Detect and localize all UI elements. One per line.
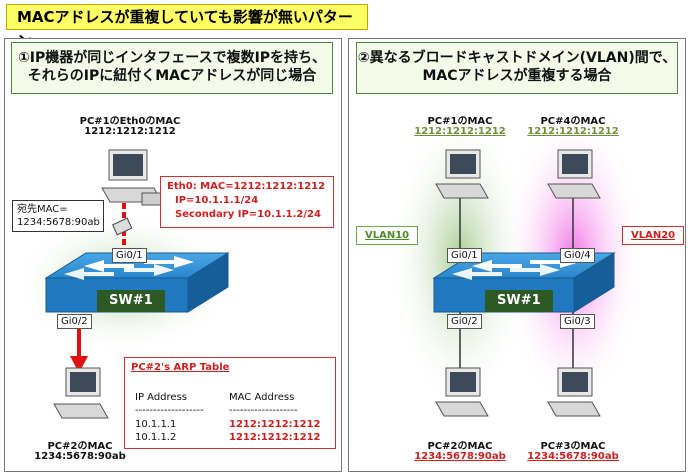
port-gi01-right: Gi0/1 — [447, 248, 482, 263]
eth0-info-box: Eth0: MAC=1212:1212:1212 IP=10.1.1.1/24 … — [160, 176, 334, 228]
red-arrow-head — [70, 356, 88, 373]
dest-mac-value: 1234:5678:90ab — [17, 217, 100, 228]
arp-col-ip: IP Address — [135, 392, 187, 403]
r-pc4-mac-value: 1212:1212:1212 — [527, 126, 619, 137]
arp-row2-mac: 1212:1212:1212 — [229, 432, 321, 443]
computer-icon-pc2-right — [435, 367, 489, 417]
right-diagram-graphics — [390, 108, 643, 417]
right-header-line2: MACアドレスが重複する場合 — [422, 68, 612, 84]
pc2-mac-value: 1234:5678:90ab — [34, 451, 126, 462]
r-pc2-mac-value: 1234:5678:90ab — [414, 451, 506, 462]
port-gi03-right: Gi0/3 — [560, 314, 595, 329]
arp-col-mac: MAC Address — [229, 392, 295, 403]
arp-sep-ip: ------------------- — [135, 405, 204, 416]
r-pc1-mac-value: 1212:1212:1212 — [414, 126, 506, 137]
computer-icon-pc1 — [101, 149, 163, 206]
r-pc2-mac-label: PC#2のMAC — [427, 441, 493, 452]
r-pc1-mac-label: PC#1のMAC — [427, 116, 493, 127]
computer-icon-pc1-right — [435, 149, 489, 199]
arp-row1-mac: 1212:1212:1212 — [229, 419, 321, 430]
nic-icon — [111, 217, 133, 236]
right-header: ②異なるブロードキャストドメイン(VLAN)間で、 MACアドレスが重複する場合 — [356, 42, 678, 94]
computer-icon-pc2 — [53, 367, 109, 419]
r-pc3-mac-label: PC#3のMAC — [540, 441, 606, 452]
left-header-line1: ①IP機器が同じインタフェースで複数IPを持ち、 — [17, 50, 327, 66]
left-header: ①IP機器が同じインタフェースで複数IPを持ち、 それらのIPに紐付くMACアド… — [11, 42, 333, 94]
pc2-mac-label: PC#2のMAC — [47, 441, 113, 452]
eth0-line3: Secondary IP=10.1.1.2/24 — [175, 209, 321, 220]
port-gi04-right: Gi0/4 — [560, 248, 595, 263]
computer-icon-pc4 — [547, 149, 601, 199]
r-pc4-mac-label: PC#4のMAC — [540, 116, 606, 127]
dest-mac-callout: 宛先MAC= 1234:5678:90ab — [12, 200, 104, 232]
switch-label-right: SW#1 — [485, 290, 553, 312]
right-header-line1: ②異なるブロードキャストドメイン(VLAN)間で、 — [357, 50, 677, 66]
arp-table: PC#2's ARP Table IP Address MAC Address … — [124, 357, 336, 449]
page-title: MACアドレスが重複していても影響が無いパターン — [6, 4, 368, 50]
port-gi02-right: Gi0/2 — [447, 314, 482, 329]
dest-mac-label: 宛先MAC= — [17, 204, 68, 215]
pc1-mac-value: 1212:1212:1212 — [84, 126, 176, 137]
arp-table-title: PC#2's ARP Table — [131, 362, 230, 373]
eth0-line2: IP=10.1.1.1/24 — [175, 195, 259, 206]
switch-label-left: SW#1 — [97, 290, 165, 312]
vlan10-label: VLAN10 — [356, 226, 419, 245]
left-header-line2: それらのIPに紐付くMACアドレスが同じ場合 — [27, 68, 317, 84]
port-gi02-left: Gi0/2 — [57, 314, 92, 329]
r-pc3-mac-value: 1234:5678:90ab — [527, 451, 619, 462]
vlan20-label: VLAN20 — [622, 226, 685, 245]
arp-sep-mac: ------------------- — [229, 405, 298, 416]
arp-row1-ip: 10.1.1.1 — [135, 419, 177, 430]
arp-row2-ip: 10.1.1.2 — [135, 432, 177, 443]
computer-icon-pc3 — [547, 367, 601, 417]
pc1-mac-label: PC#1のEth0のMAC — [79, 116, 181, 127]
eth0-line1: Eth0: MAC=1212:1212:1212 — [167, 181, 326, 192]
port-gi01-left: Gi0/1 — [112, 248, 147, 263]
